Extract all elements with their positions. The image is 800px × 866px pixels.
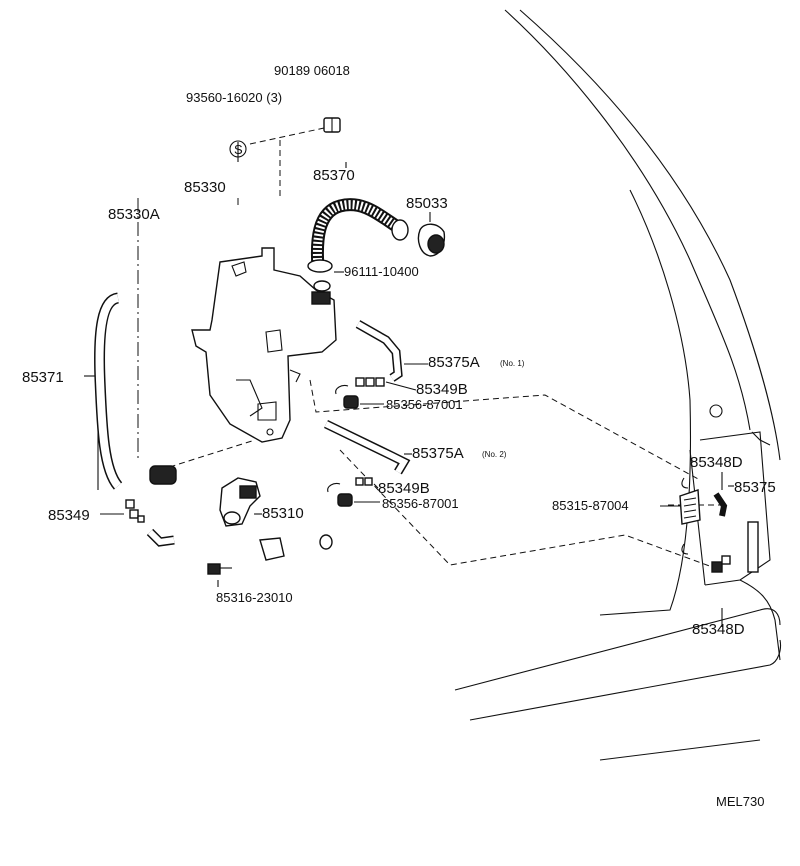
- bracket-85316[interactable]: [259, 534, 333, 561]
- vehicle-body-outline: [454, 9, 782, 761]
- label-85375a-no1: 85375A: [428, 354, 480, 371]
- label-85348d-lower: 85348D: [692, 621, 745, 638]
- hose-short-part[interactable]: [146, 528, 175, 547]
- label-85349b-1: 85349B: [416, 381, 468, 398]
- label-85310: 85310: [262, 505, 304, 522]
- grommet-part[interactable]: [149, 465, 177, 485]
- label-93560: 93560-16020 (3): [186, 90, 282, 105]
- label-85330: 85330: [184, 179, 226, 196]
- screw-90189-part[interactable]: [323, 117, 341, 133]
- leader-lines: [84, 127, 723, 627]
- check-valve-85356-1[interactable]: [335, 384, 359, 409]
- part-labels: 90189 06018 93560-16020 (3) S 85330 8533…: [22, 63, 776, 809]
- joint-85349b-1[interactable]: [355, 377, 385, 387]
- check-valve-85356-2[interactable]: [327, 482, 353, 507]
- label-s-mark: S: [234, 142, 243, 157]
- label-85356-2: 85356-87001: [382, 496, 459, 511]
- label-85348d-upper: 85348D: [690, 454, 743, 471]
- washer-tank-85330[interactable]: [191, 247, 337, 443]
- hose-85375a-no2[interactable]: [324, 419, 411, 475]
- label-96111: 96111-10400: [344, 264, 419, 279]
- label-85349b-2: 85349B: [378, 480, 430, 497]
- hose-85370[interactable]: [310, 198, 409, 269]
- hose-85375a-no1[interactable]: [355, 320, 403, 382]
- label-85316: 85316-23010: [216, 590, 293, 605]
- hose-85371[interactable]: [94, 292, 123, 490]
- label-85375a-no2-note: (No. 2): [482, 450, 507, 459]
- nozzle-85315[interactable]: [679, 489, 701, 525]
- label-85349: 85349: [48, 507, 90, 524]
- label-85375a-no1-note: (No. 1): [500, 359, 525, 368]
- clamp-96111[interactable]: [307, 259, 333, 305]
- joint-85348d-lower[interactable]: [711, 555, 731, 573]
- washer-pump-85310[interactable]: [219, 477, 261, 527]
- filler-cap-85033[interactable]: [417, 223, 446, 257]
- label-90189: 90189 06018: [274, 63, 350, 78]
- label-leaders: [100, 271, 734, 515]
- label-85375: 85375: [734, 479, 776, 496]
- label-85370: 85370: [313, 167, 355, 184]
- label-85033: 85033: [406, 195, 448, 212]
- label-85330a: 85330A: [108, 206, 160, 223]
- hose-85375[interactable]: [747, 521, 759, 573]
- label-85315: 85315-87004: [552, 498, 629, 513]
- bolt-part[interactable]: [207, 563, 232, 575]
- label-85356-1: 85356-87001: [386, 397, 463, 412]
- joint-85349b-2[interactable]: [355, 477, 373, 486]
- label-85375a-no2: 85375A: [412, 445, 464, 462]
- joint-85349[interactable]: [125, 499, 145, 523]
- standard-part-symbol: [229, 140, 247, 158]
- diagram-code: MEL730: [716, 794, 764, 809]
- joint-85348d-upper[interactable]: [713, 492, 728, 517]
- label-85371: 85371: [22, 369, 64, 386]
